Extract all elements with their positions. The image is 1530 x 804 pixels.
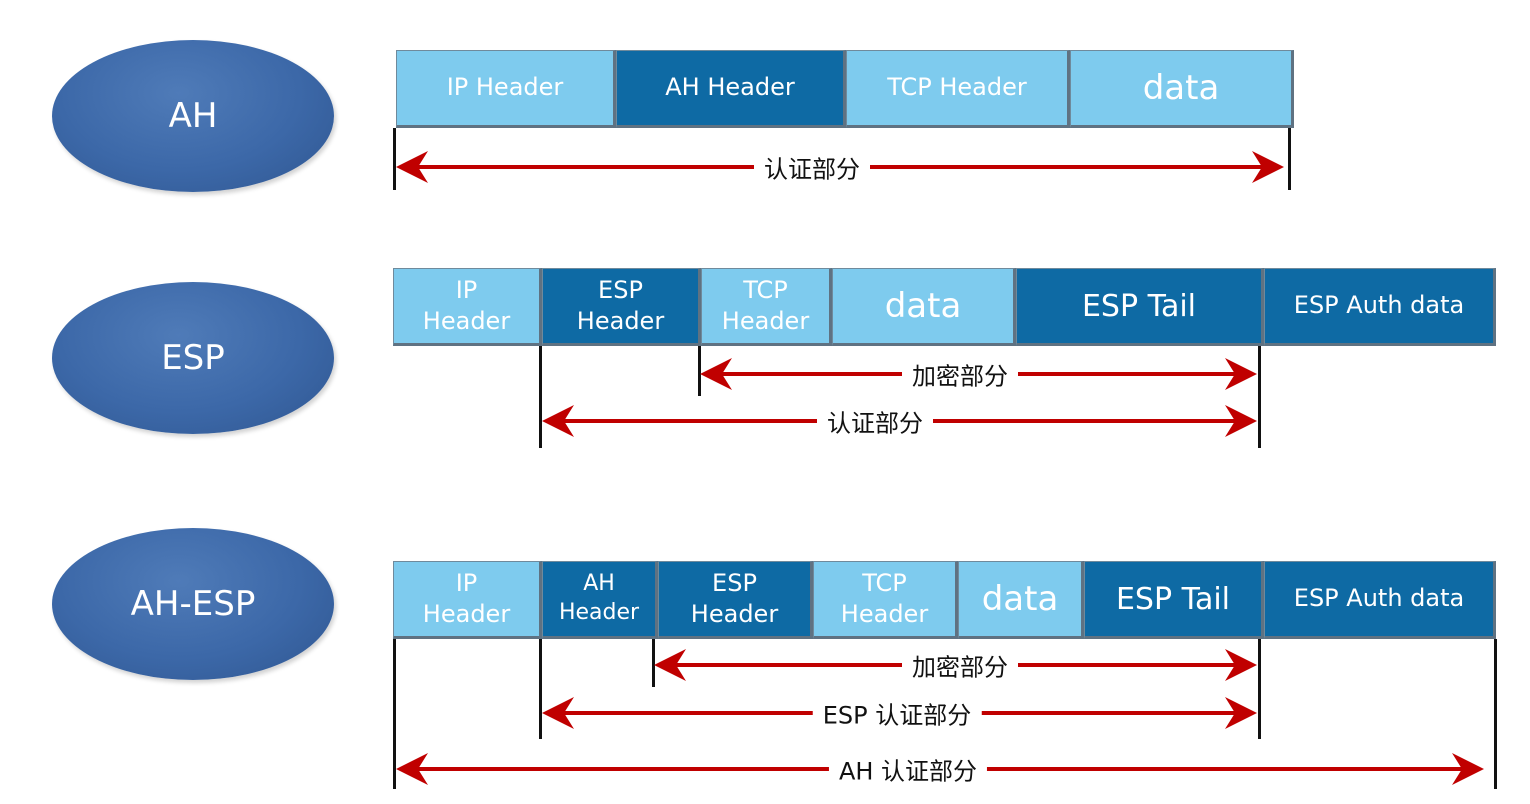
ahesp-ip-header-text: IP Header: [422, 568, 511, 628]
ahesp-esp-auth-start-line: [539, 639, 542, 739]
ahesp-data-cell: data: [958, 561, 1084, 639]
ah-data-text: data: [1142, 67, 1220, 108]
mode-label-ah-esp: AH-ESP: [52, 528, 334, 680]
esp-ip-header-text: IP Header: [422, 275, 511, 335]
esp-auth-label: 认证部分: [817, 403, 933, 439]
mode-label-esp: ESP: [52, 282, 334, 434]
esp-esp-header-text: ESP Header: [576, 275, 665, 335]
ahesp-ah-auth-end-line: [1494, 639, 1497, 789]
ah-data-cell: data: [1070, 50, 1294, 128]
ahesp-esp-tail-cell: ESP Tail: [1084, 561, 1264, 639]
ahesp-esp-end-line: [1258, 639, 1261, 739]
ahesp-encrypt-start-line: [652, 639, 655, 687]
ahesp-data-text: data: [981, 578, 1059, 619]
ahesp-ah-auth-start-line: [393, 639, 396, 789]
mode-label-ah-text: AH: [168, 96, 218, 136]
esp-tail-text: ESP Tail: [1081, 288, 1197, 324]
ahesp-esp-auth-data-cell: ESP Auth data: [1264, 561, 1496, 639]
ah-ip-header-text: IP Header: [446, 73, 564, 102]
ahesp-esp-auth-data-text: ESP Auth data: [1293, 584, 1465, 613]
ahesp-encrypt-label: 加密部分: [902, 647, 1018, 683]
esp-data-cell: data: [832, 268, 1016, 346]
ah-ah-header-text: AH Header: [665, 73, 795, 102]
esp-auth-start-line: [539, 346, 542, 448]
ah-auth-end-line: [1288, 128, 1291, 190]
mode-label-ah: AH: [52, 40, 334, 192]
ah-tcp-header-cell: TCP Header: [846, 50, 1070, 128]
esp-ip-header-cell: IP Header: [393, 268, 542, 346]
ahesp-ip-header-cell: IP Header: [393, 561, 542, 639]
esp-data-text: data: [884, 285, 962, 326]
mode-label-esp-text: ESP: [161, 338, 225, 378]
ahesp-ah-header-cell: AH Header: [542, 561, 658, 639]
ahesp-tcp-header-cell: TCP Header: [813, 561, 958, 639]
esp-tcp-header-cell: TCP Header: [701, 268, 832, 346]
ah-auth-start-line: [393, 128, 396, 190]
esp-esp-header-cell: ESP Header: [542, 268, 701, 346]
esp-auth-data-cell: ESP Auth data: [1264, 268, 1496, 346]
esp-encrypt-label: 加密部分: [902, 356, 1018, 392]
esp-auth-data-text: ESP Auth data: [1293, 291, 1465, 320]
ah-auth-label: 认证部分: [754, 149, 870, 185]
ahesp-esp-header-cell: ESP Header: [658, 561, 813, 639]
ahesp-tcp-header-text: TCP Header: [840, 568, 929, 628]
ahesp-esp-auth-label: ESP 认证部分: [812, 695, 982, 731]
ahesp-ah-auth-label: AH 认证部分: [828, 751, 988, 787]
ahesp-esp-header-text: ESP Header: [690, 568, 779, 628]
esp-tcp-header-text: TCP Header: [721, 275, 810, 335]
ah-ah-header-cell: AH Header: [616, 50, 846, 128]
ahesp-esp-tail-text: ESP Tail: [1115, 581, 1231, 617]
ahesp-ah-header-text: AH Header: [558, 571, 640, 625]
esp-end-line: [1258, 346, 1261, 448]
esp-encrypt-start-line: [698, 346, 701, 396]
ah-ip-header-cell: IP Header: [396, 50, 616, 128]
esp-tail-cell: ESP Tail: [1016, 268, 1264, 346]
ah-tcp-header-text: TCP Header: [887, 73, 1027, 102]
mode-label-ah-esp-text: AH-ESP: [130, 584, 256, 624]
